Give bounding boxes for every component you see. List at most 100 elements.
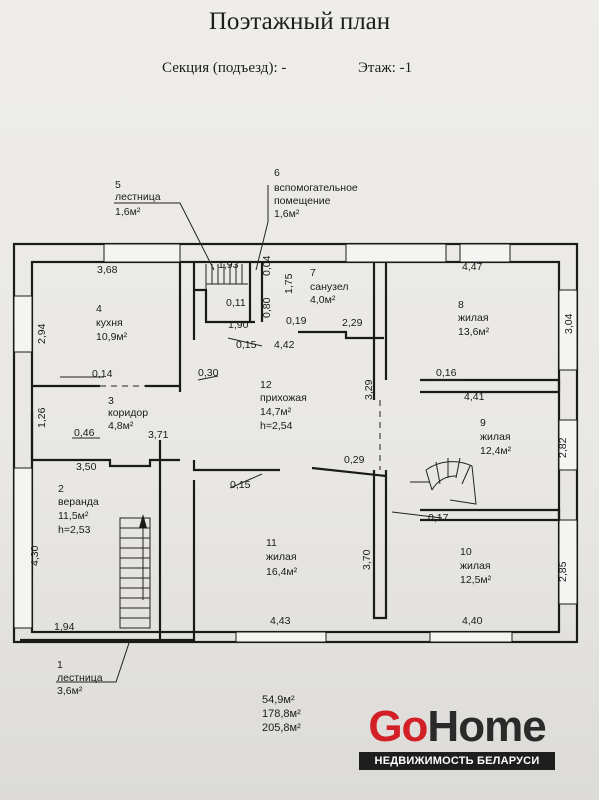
dim-1-93: 1,93 (218, 259, 239, 271)
window (459, 243, 511, 263)
callout-stair-5-number: 5 (115, 179, 121, 191)
dim-3-71: 3,71 (148, 429, 169, 441)
room-3-name: коридор (108, 407, 148, 419)
dim-3-04: 3,04 (563, 313, 575, 334)
stair-5 (205, 264, 248, 290)
room-11-name: жилая (266, 551, 297, 563)
dim-0-19: 0,19 (286, 315, 307, 327)
wall (372, 470, 388, 620)
dim-4-47: 4,47 (462, 261, 483, 273)
dim-0-80: 0,80 (261, 297, 273, 318)
callout-stair-1-area: 3,6м² (57, 685, 83, 697)
dim-1-75: 1,75 (283, 273, 295, 294)
dim-0-46: 0,46 (74, 427, 95, 439)
window (13, 467, 33, 629)
room-8-area: 13,6м² (458, 326, 490, 338)
dim-3-68: 3,68 (97, 264, 118, 276)
room-2-height: h=2,53 (58, 524, 91, 536)
room-2-name: веранда (58, 496, 99, 508)
dim-0-16: 0,16 (436, 367, 457, 379)
stair-1 (119, 514, 151, 629)
room-12-name: прихожая (260, 392, 307, 404)
wall (30, 412, 180, 468)
callout-stair-5-name: лестница (115, 191, 161, 203)
gohome-logo: GoHome НЕДВИЖИМОСТЬ БЕЛАРУСИ (359, 702, 555, 770)
callout-utility-area: 1,6м² (274, 208, 300, 220)
dim-2-85: 2,85 (557, 561, 569, 582)
dim-0-14: 0,14 (92, 368, 113, 380)
callout-leaders (56, 185, 460, 683)
wall (420, 508, 561, 522)
room-3-area: 4,8м² (108, 420, 134, 432)
dim-3-29: 3,29 (363, 379, 375, 400)
dim-3-70: 3,70 (361, 549, 373, 570)
wall (192, 460, 280, 472)
room-8-name: жилая (458, 312, 489, 324)
callout-utility-number: 6 (274, 167, 280, 179)
dim-0-15-top: 0,15 (236, 339, 257, 351)
dim-3-50: 3,50 (76, 461, 97, 473)
room-12-area: 14,7м² (260, 406, 292, 418)
room-4-area: 10,9м² (96, 331, 128, 343)
window (558, 419, 578, 471)
dim-1-94: 1,94 (54, 621, 75, 633)
room-9-number: 9 (480, 417, 486, 429)
logo-go: Go (368, 702, 428, 751)
callout-utility-name-2: помещение (274, 195, 331, 207)
room-9-name: жилая (480, 431, 511, 443)
page-title: Поэтажный план (208, 8, 391, 35)
floor-label: Этаж: -1 (358, 60, 413, 76)
callout-stair-5-area: 1,6м² (115, 206, 141, 218)
area-total-1: 54,9м² (262, 694, 295, 706)
room-10-number: 10 (460, 546, 472, 558)
dim-4-42: 4,42 (274, 339, 295, 351)
dim-2-29: 2,29 (342, 317, 363, 329)
room-7-area: 4,0м² (310, 294, 336, 306)
room-11-number: 11 (266, 537, 277, 549)
callout-stair-1-number: 1 (57, 659, 63, 671)
interior-walls (20, 262, 561, 642)
room-2-number: 2 (58, 483, 64, 495)
wall (298, 330, 384, 340)
room-9-area: 12,4м² (480, 445, 512, 457)
window (13, 295, 33, 353)
dim-1-90: 1,90 (228, 319, 249, 331)
callout-stair-1-name: лестница (57, 672, 103, 684)
stair-arrow-icon (139, 514, 147, 528)
dim-0-17: 0,17 (428, 512, 449, 524)
room-11-area: 16,4м² (266, 566, 298, 578)
window (558, 519, 578, 605)
window (235, 631, 327, 643)
area-totals: 54,9м² 178,8м² 205,8м² (262, 693, 301, 735)
dim-4-30: 4,30 (29, 545, 41, 566)
window (558, 289, 578, 371)
dim-0-11: 0,11 (226, 297, 246, 309)
logo-home: Home (427, 702, 546, 751)
dim-0-04: 0,04 (261, 255, 273, 276)
area-total-2: 178,8м² (262, 708, 301, 720)
room-12-height: h=2,54 (260, 420, 293, 432)
window (345, 243, 447, 263)
dim-4-43: 4,43 (270, 615, 291, 627)
room-10-area: 12,5м² (460, 574, 492, 586)
dim-4-40: 4,40 (462, 615, 483, 627)
stair-outline (119, 517, 151, 629)
dim-1-26: 1,26 (36, 407, 48, 428)
dim-0-15-bottom: 0,15 (230, 479, 251, 491)
room-4-number: 4 (96, 303, 102, 315)
dim-4-41: 4,41 (464, 391, 485, 403)
wall (420, 378, 561, 394)
windows (13, 243, 578, 643)
room-12-number: 12 (260, 379, 272, 391)
window (429, 631, 513, 643)
wall (158, 440, 196, 642)
room-4-name: кухня (96, 317, 123, 329)
room-7-number: 7 (310, 267, 316, 279)
area-total-3: 205,8м² (262, 722, 301, 734)
room-8-number: 8 (458, 299, 464, 311)
dim-2-94: 2,94 (36, 323, 48, 344)
room-10-name: жилая (460, 560, 491, 572)
wall (194, 288, 255, 324)
